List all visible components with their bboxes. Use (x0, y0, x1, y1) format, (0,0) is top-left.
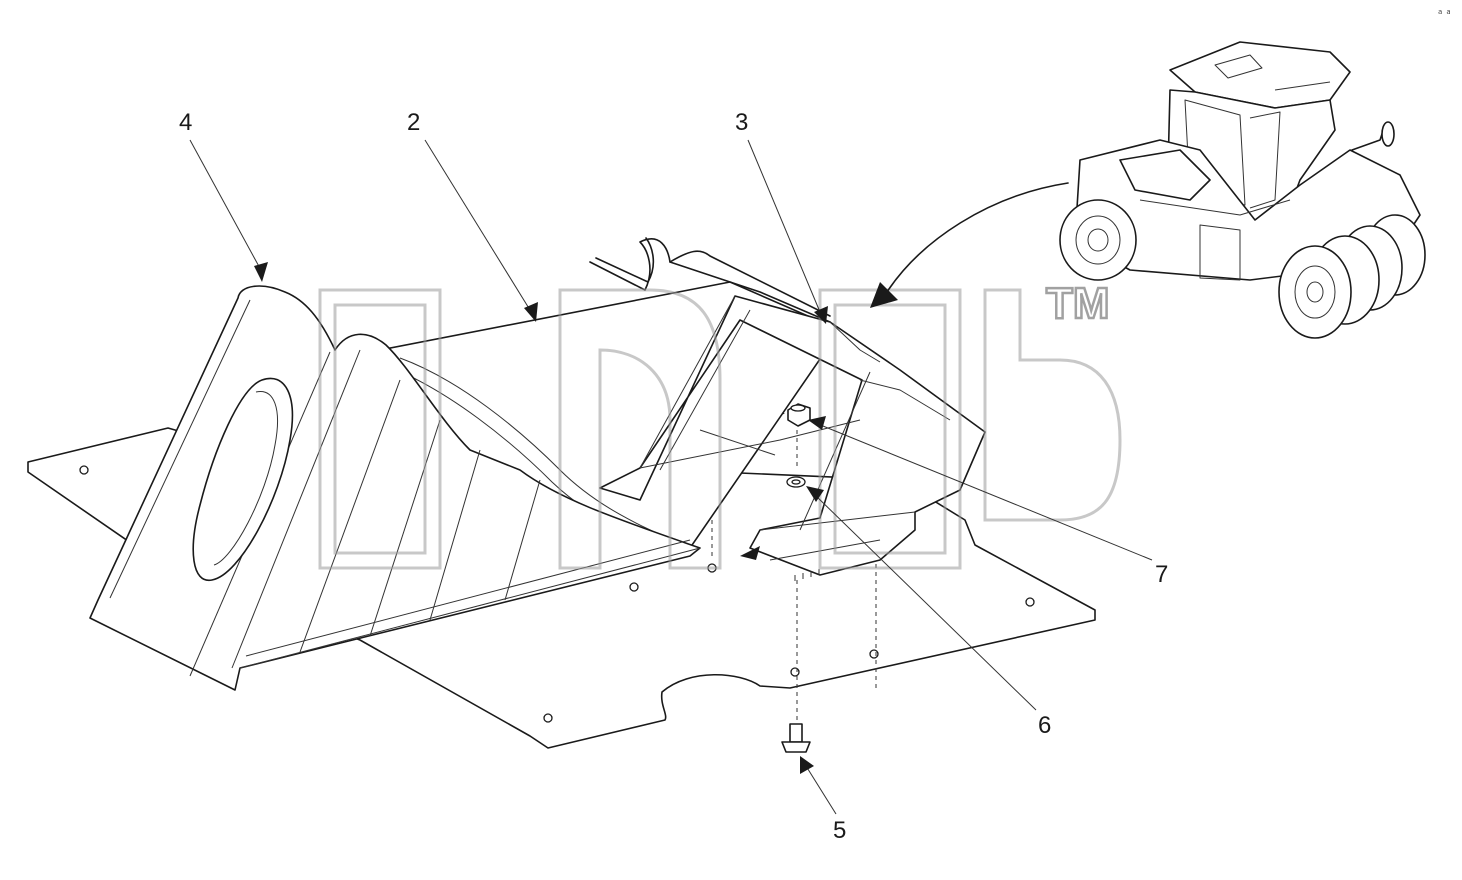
leader-lines (189, 139, 1153, 815)
screw (781, 723, 811, 753)
callout-2: 2 (407, 109, 420, 136)
side-cover (89, 285, 701, 691)
channel-bracket (599, 295, 986, 581)
grab-handle (589, 237, 831, 323)
callout-5: 5 (833, 817, 846, 844)
callout-6: 6 (1038, 712, 1051, 739)
callout-7: 7 (1155, 561, 1168, 588)
callout-labels: 4 2 3 7 6 5 (179, 109, 1168, 844)
callout-3: 3 (735, 109, 748, 136)
callout-4: 4 (179, 109, 192, 136)
vehicle-illustration (870, 41, 1426, 339)
watermark: TM (318, 278, 1122, 570)
corner-mark: a a (1438, 8, 1451, 16)
trademark-symbol: TM (1046, 279, 1110, 328)
